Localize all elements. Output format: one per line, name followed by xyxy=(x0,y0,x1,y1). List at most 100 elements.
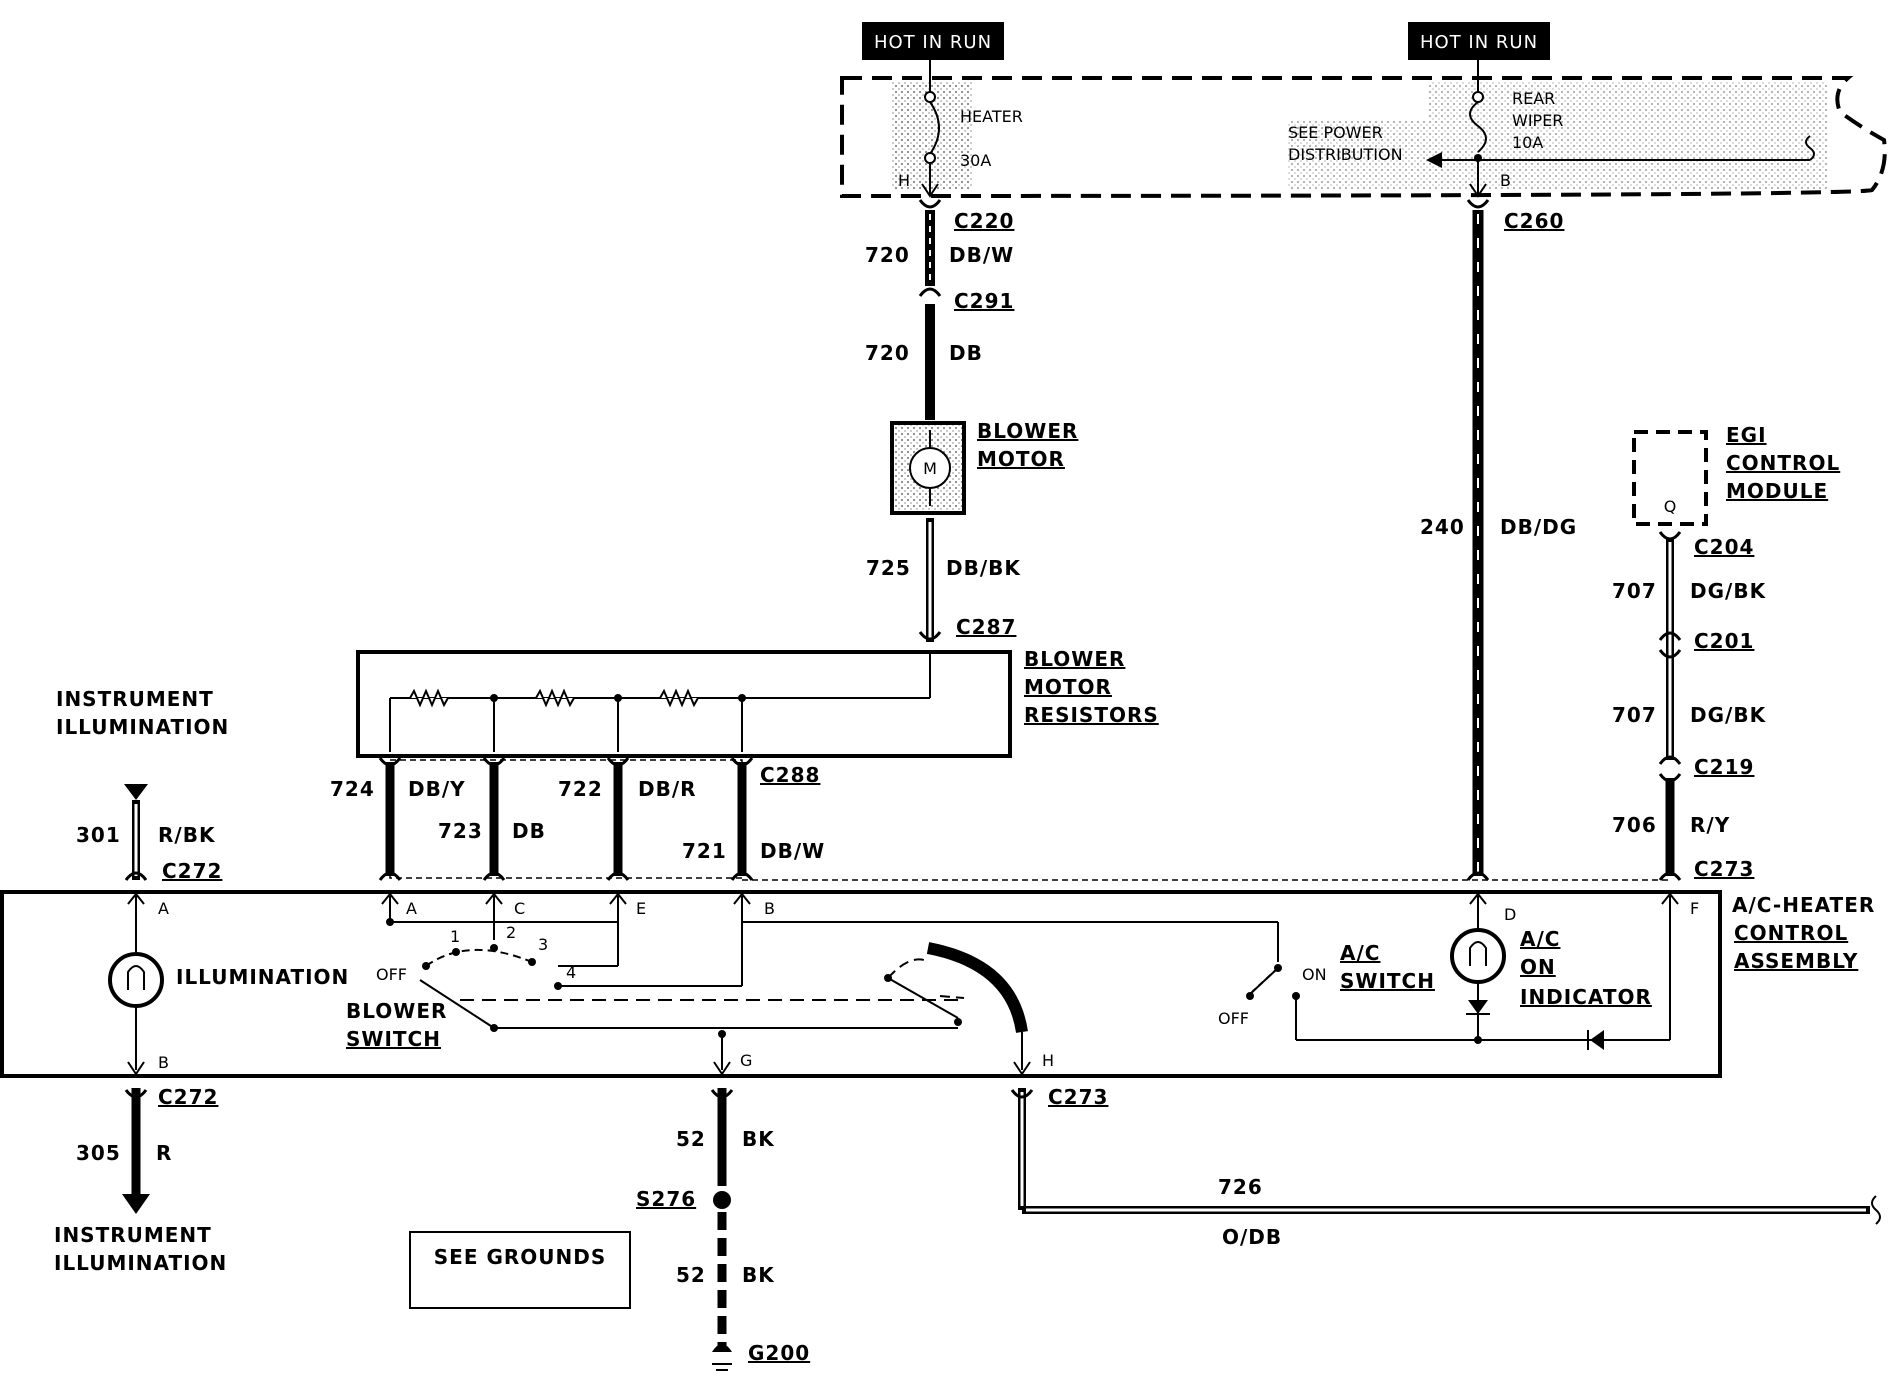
ac-switch: ON OFF A/C SWITCH xyxy=(1218,922,1670,1041)
instrument-bottom-label-2: ILLUMINATION xyxy=(54,1251,227,1275)
ac-heater-control-assembly: A/C-HEATER CONTROL ASSEMBLY A A C E B D … xyxy=(0,890,1875,1078)
pin-a: A xyxy=(406,899,417,918)
wire-number: 240 xyxy=(1420,515,1465,539)
wire-720-db: 720 DB xyxy=(865,304,983,420)
resistors-label-2: MOTOR xyxy=(1024,675,1112,699)
wire-color: DB/BK xyxy=(946,556,1021,580)
pin-e: E xyxy=(636,899,646,918)
heater-fuse-amp: 30A xyxy=(960,151,991,170)
wire-color: DB xyxy=(512,819,546,843)
wire-725-dbbk: 725 DB/BK C287 xyxy=(866,518,1021,642)
egi-label-2: CONTROL xyxy=(1726,451,1840,475)
switch-pos-4: 4 xyxy=(566,963,576,982)
connector-c291: C291 xyxy=(954,289,1014,313)
ac-switch-on: ON xyxy=(1302,965,1327,984)
wire-color: BK xyxy=(742,1263,775,1287)
hot-in-run-label: HOT IN RUN xyxy=(874,32,992,53)
blower-motor-label-2: MOTOR xyxy=(977,447,1065,471)
wire-color: R/Y xyxy=(1690,813,1730,837)
pin-g: G xyxy=(740,1051,752,1070)
switch-pos-1: 1 xyxy=(450,927,460,946)
connector-c201: C201 xyxy=(1694,629,1754,653)
wire-number: 724 xyxy=(330,777,375,801)
egi-pin: Q xyxy=(1664,497,1677,516)
connector-c204: C204 xyxy=(1694,535,1754,559)
wire-240-dbdg: C260 240 DB/DG xyxy=(1420,199,1576,881)
ground-g200: G200 xyxy=(748,1341,810,1365)
pin-d: D xyxy=(1504,905,1516,924)
see-grounds-label: SEE GROUNDS xyxy=(434,1245,607,1269)
wire-number: 706 xyxy=(1612,813,1657,837)
blower-switch-label-2: SWITCH xyxy=(346,1027,441,1051)
ac-on-label-1: A/C xyxy=(1520,927,1560,951)
see-power-label-2: DISTRIBUTION xyxy=(1288,145,1403,164)
instrument-bottom-label-1: INSTRUMENT xyxy=(54,1223,212,1247)
wire-color: DG/BK xyxy=(1690,579,1767,603)
rear-wiper-pin: B xyxy=(1500,171,1511,190)
instrument-illumination-left: INSTRUMENT ILLUMINATION 301 R/BK C272 C2… xyxy=(54,687,229,1275)
blower-motor-label-1: BLOWER xyxy=(977,419,1078,443)
instrument-top-label-1: INSTRUMENT xyxy=(56,687,214,711)
connector-c287: C287 xyxy=(956,615,1016,639)
wire-color: R xyxy=(156,1141,172,1165)
switch-pos-2: 2 xyxy=(506,923,516,942)
connector-c273-top: C273 xyxy=(1694,857,1754,881)
hot-in-run-heater: HOT IN RUN xyxy=(862,22,1004,60)
pin-b: B xyxy=(764,899,775,918)
resistors-label-1: BLOWER xyxy=(1024,647,1125,671)
heater-fuse-label: HEATER xyxy=(960,107,1023,126)
connector-c219: C219 xyxy=(1694,755,1754,779)
hot-in-run-label: HOT IN RUN xyxy=(1420,32,1538,53)
pin-h: H xyxy=(1042,1051,1054,1070)
wire-color: R/BK xyxy=(158,823,216,847)
splice-s276: S276 xyxy=(636,1187,696,1211)
rear-wiper-label-1: REAR xyxy=(1512,89,1555,108)
ac-switch-off: OFF xyxy=(1218,1009,1249,1028)
instrument-top-label-2: ILLUMINATION xyxy=(56,715,229,739)
wire-number: 726 xyxy=(1218,1175,1263,1199)
wire-number: 52 xyxy=(676,1127,706,1151)
connector-c272-top: C272 xyxy=(162,859,222,883)
resistor-wires: 724 DB/Y 723 DB 722 DB/R 721 DB/W C288 xyxy=(330,757,824,881)
wire-number: 707 xyxy=(1612,703,1657,727)
pin-b-left: B xyxy=(158,1053,169,1072)
wire-number: 707 xyxy=(1612,579,1657,603)
wire-707-706: C204 707 DG/BK C201 707 DG/BK C219 706 R… xyxy=(1612,531,1767,881)
blower-motor-resistors: BLOWER MOTOR RESISTORS xyxy=(356,647,1158,758)
wire-number: 301 xyxy=(76,823,121,847)
heater-fuse: HEATER 30A H xyxy=(898,60,1023,198)
wire-number: 305 xyxy=(76,1141,121,1165)
wire-color: DB/W xyxy=(949,243,1014,267)
ac-heater-label-3: ASSEMBLY xyxy=(1734,949,1858,973)
ac-on-label-3: INDICATOR xyxy=(1520,985,1652,1009)
blower-switch-label-1: BLOWER xyxy=(346,999,447,1023)
ac-on-label-2: ON xyxy=(1520,955,1556,979)
blower-motor: M BLOWER MOTOR xyxy=(890,419,1078,515)
wire-color: BK xyxy=(742,1127,775,1151)
wire-color: DB xyxy=(949,341,983,365)
illumination-label: ILLUMINATION xyxy=(176,965,349,989)
switch-pos-3: 3 xyxy=(538,935,548,954)
see-grounds-box: SEE GROUNDS xyxy=(409,1231,631,1309)
wire-number: 721 xyxy=(682,839,727,863)
hot-in-run-wiper: HOT IN RUN xyxy=(1408,22,1550,60)
wire-number: 725 xyxy=(866,556,911,580)
connector-c273-bottom: C273 xyxy=(1048,1085,1108,1109)
egi-label-3: MODULE xyxy=(1726,479,1828,503)
wire-color: DG/BK xyxy=(1690,703,1767,727)
pin-c: C xyxy=(514,899,525,918)
wire-number: 722 xyxy=(558,777,603,801)
wire-720-dbw: 720 DB/W C220 C291 xyxy=(865,199,1014,313)
blower-switch: OFF 1 2 3 4 BLOWER SWITCH G H xyxy=(346,896,1278,1076)
wire-number: 723 xyxy=(438,819,483,843)
ac-heater-label-1: A/C-HEATER xyxy=(1732,893,1875,917)
rear-wiper-label-2: WIPER xyxy=(1512,111,1563,130)
wire-color: DB/R xyxy=(638,777,697,801)
see-power-label-1: SEE POWER xyxy=(1288,123,1383,142)
connector-c288: C288 xyxy=(760,763,820,787)
ground-path: 52 BK S276 52 BK G200 xyxy=(636,1088,810,1371)
pin-f: F xyxy=(1690,899,1699,918)
rear-wiper-fuse: REAR WIPER 10A B SEE POWER DISTRIBUTION xyxy=(1288,60,1815,198)
ac-heater-label-2: CONTROL xyxy=(1734,921,1848,945)
